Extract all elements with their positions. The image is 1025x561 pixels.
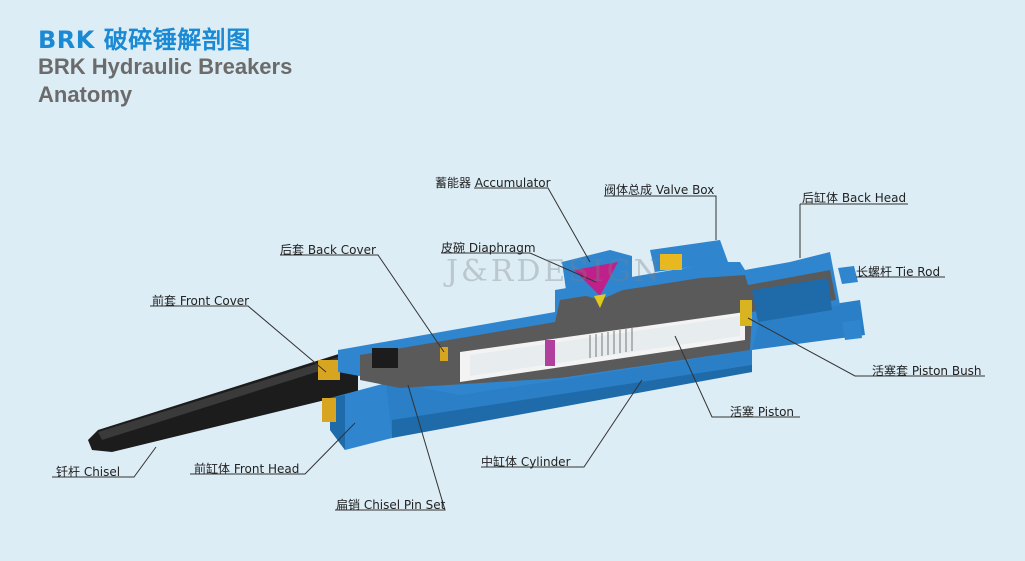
piston-seal-2 — [740, 300, 752, 326]
leader-front-cover — [150, 305, 327, 373]
back-head-cavity — [752, 278, 832, 322]
title-chinese: BRK 破碎锤解剖图 — [38, 26, 251, 54]
label-piston: 活塞 Piston — [730, 405, 795, 419]
valve-spool — [660, 254, 682, 270]
label-tie-rod: 长螺杆 Tie Rod — [856, 265, 941, 279]
label-back-cover: 后套 Back Cover — [280, 243, 376, 257]
leader-cylinder — [481, 379, 643, 468]
leader-piston — [674, 335, 800, 418]
piston — [470, 316, 740, 376]
tie-rod-bolt-upper — [838, 266, 858, 284]
label-valve-box: 阀体总成 Valve Box — [604, 183, 715, 197]
leader-valve-box — [604, 195, 717, 240]
title-english-line-1: BRK Hydraulic Breakers — [38, 54, 293, 79]
leader-lines — [52, 187, 985, 511]
accumulator-diaphragm — [574, 262, 618, 296]
label-chisel-pin-set: 扁销 Chisel Pin Set — [336, 498, 446, 512]
front-cover-ring-upper — [318, 360, 340, 380]
leader-front-head — [190, 422, 356, 475]
back-cover-block — [372, 348, 398, 368]
leader-accumulator — [474, 187, 591, 263]
title-english-line-2: Anatomy — [38, 82, 133, 107]
piston-grooves — [589, 328, 633, 358]
leader-piston-bush — [747, 317, 985, 377]
piston-seal-1 — [545, 340, 555, 366]
label-chisel: 钎杆 Chisel — [56, 465, 121, 479]
label-cylinder: 中缸体 Cylinder — [481, 455, 571, 469]
leader-chisel — [52, 446, 157, 478]
leader-chisel-pin-set — [335, 384, 446, 511]
leader-diaphragm — [441, 252, 597, 283]
label-front-head: 前缸体 Front Head — [194, 462, 300, 476]
leader-back-cover — [280, 254, 445, 353]
label-diaphragm: 皮碗 Diaphragm — [441, 241, 536, 255]
tie-rod-bolt-lower — [842, 320, 862, 340]
front-cover-ring-lower — [322, 398, 336, 422]
label-front-cover: 前套 Front Cover — [152, 294, 250, 308]
back-cover-ring — [440, 347, 448, 361]
label-back-head: 后缸体 Back Head — [802, 191, 907, 205]
label-piston-bush: 活塞套 Piston Bush — [872, 364, 982, 378]
label-accumulator: 蓄能器 Accumulator — [435, 176, 551, 190]
watermark: J&RDESIGN — [446, 254, 663, 289]
